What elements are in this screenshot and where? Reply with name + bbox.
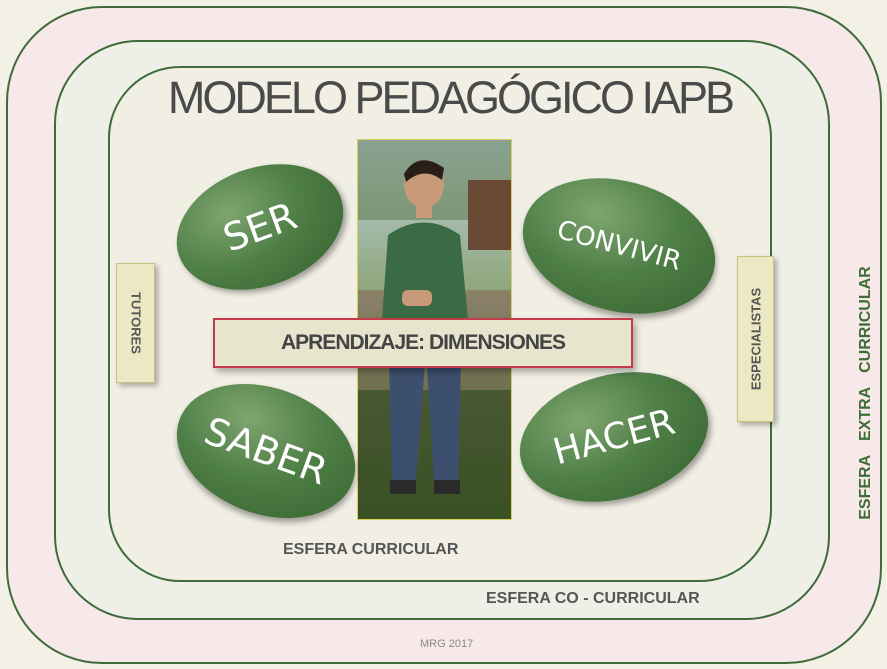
co-curricular-sphere-label: ESFERA CO - CURRICULAR	[486, 590, 700, 607]
extra-curricular-sphere-label: ESFERA EXTRA CURRICULAR	[857, 266, 874, 520]
dimension-ser-label: SER	[217, 193, 303, 261]
learning-dimensions-box: APRENDIZAJE: DIMENSIONES	[213, 318, 633, 368]
footer-credit: MRG 2017	[420, 638, 474, 650]
especialistas-label: ESPECIALISTAS	[748, 287, 763, 391]
tutores-box: TUTORES	[116, 263, 155, 383]
diagram-title: MODELO PEDAGÓGICO IAPB	[167, 72, 735, 123]
especialistas-box: ESPECIALISTAS	[737, 256, 774, 422]
dimension-convivir-label: CONVIVIR	[553, 215, 685, 277]
learning-dimensions-label: APRENDIZAJE: DIMENSIONES	[280, 331, 566, 354]
dimension-hacer-label: HACER	[548, 401, 680, 473]
dimension-saber-label: SABER	[198, 408, 334, 494]
tutores-label: TUTORES	[128, 292, 143, 354]
curricular-sphere-label: ESFERA CURRICULAR	[283, 541, 459, 558]
